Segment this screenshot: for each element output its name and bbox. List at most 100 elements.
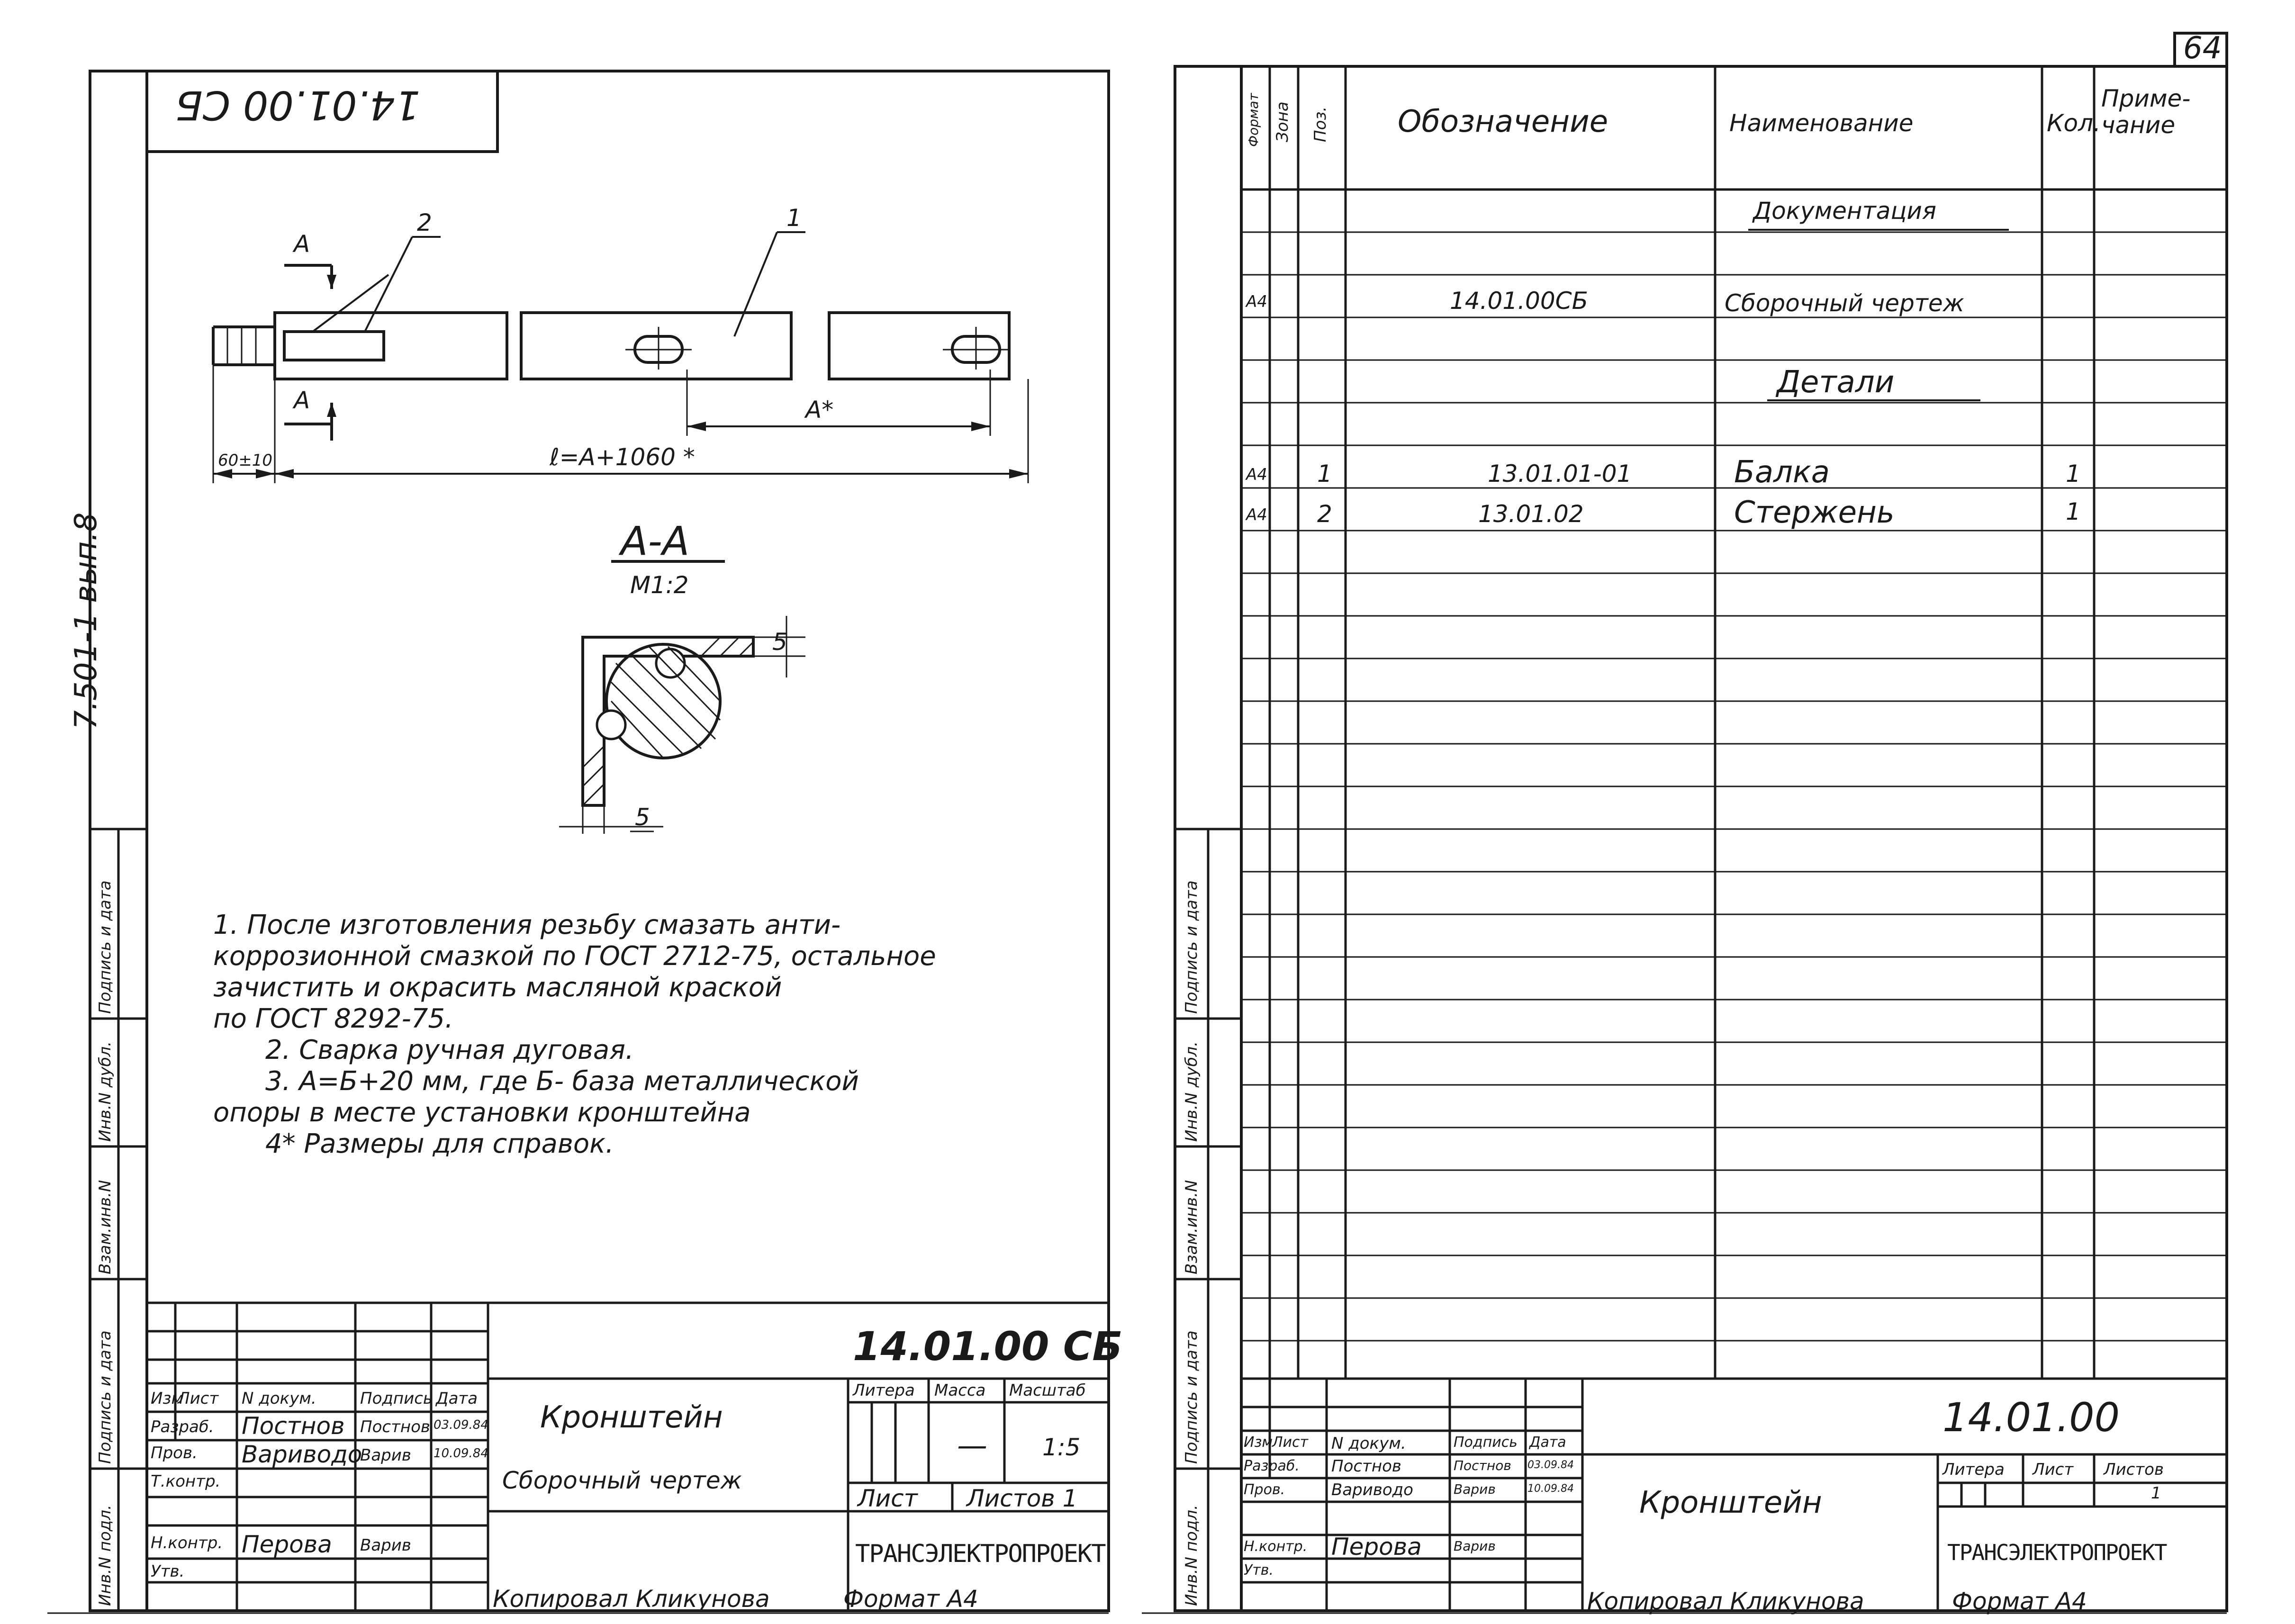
right-side-label-2: Инв.N дубл. xyxy=(1182,1041,1201,1142)
note-line-7: опоры в месте установки кронштейна xyxy=(213,1097,751,1128)
section-scale: М1:2 xyxy=(630,571,689,599)
note-line-4: по ГОСТ 8292-75. xyxy=(213,1003,453,1034)
spec-row-2-format: А4 xyxy=(1246,292,1267,311)
left-tb-code: 14.01.00 СБ xyxy=(853,1323,1123,1370)
left-tb-role-1: Разраб. xyxy=(151,1417,214,1436)
left-tb-h-list: Лист xyxy=(178,1389,219,1408)
spec-h-qty: Кол. xyxy=(2047,109,2101,137)
right-side-label-4: Подпись и дата xyxy=(1182,1330,1201,1464)
left-corner-box xyxy=(145,70,499,153)
dim-5-top: 5 xyxy=(772,628,787,656)
left-tb-doctype: Сборочный чертеж xyxy=(502,1467,742,1494)
left-tb-date-1: 03.09.84 xyxy=(434,1418,488,1432)
note-line-3: зачистить и окрасить масляной краской xyxy=(213,972,782,1003)
right-tb-role-2: Пров. xyxy=(1244,1481,1285,1498)
left-tb-mass-label: Масса xyxy=(934,1381,986,1400)
dim-length: ℓ=А+1060 * xyxy=(550,443,695,471)
left-tb-h-ndoc: N докум. xyxy=(242,1389,316,1408)
left-tb-name-5: Перова xyxy=(242,1531,332,1558)
left-tb-role-6: Утв. xyxy=(151,1562,185,1581)
right-tb-sign-5: Варив xyxy=(1454,1538,1496,1554)
note-line-5: 2. Сварка ручная дуговая. xyxy=(265,1035,634,1065)
left-tb-role-3: Т.контр. xyxy=(151,1472,221,1491)
left-title-block-lines xyxy=(147,1301,1109,1611)
spec-row-2-designation: 14.01.00СБ xyxy=(1450,287,1588,315)
right-tb-name-5: Перова xyxy=(1331,1533,1422,1561)
left-tb-sheets-label: Листов 1 xyxy=(967,1485,1078,1512)
right-tb-org: ТРАНСЭЛЕКТРОПРОЕКТ xyxy=(1947,1540,2167,1565)
right-tb-name-1: Постнов xyxy=(1331,1457,1401,1476)
spec-row-5-designation: 13.01.02 xyxy=(1478,500,1584,528)
right-title-block-lines xyxy=(1241,1377,2227,1611)
spec-row-2-name: Сборочный чертеж xyxy=(1725,289,1964,317)
spec-row-5-qty: 1 xyxy=(2066,498,2081,525)
right-tb-sheets-label: Листов xyxy=(2104,1460,2164,1479)
spec-row-5-pos: 2 xyxy=(1317,500,1332,528)
right-tb-product: Кронштейн xyxy=(1639,1485,1822,1520)
series-label: 7.501-1 вып.8 xyxy=(69,512,104,730)
left-tb-h-izm: Изм xyxy=(151,1389,184,1408)
right-tb-date-1: 03.09.84 xyxy=(1527,1459,1574,1471)
left-side-label-4: Подпись и дата xyxy=(96,1330,115,1464)
right-inner-frame xyxy=(1240,65,2228,1612)
right-tb-h-izm: Изм xyxy=(1244,1434,1273,1451)
left-tb-sign-1: Постнов xyxy=(360,1417,430,1436)
dim-5-bottom: 5 xyxy=(635,803,650,831)
spec-table-rows xyxy=(1241,231,2227,1342)
right-tb-h-date: Дата xyxy=(1529,1434,1566,1451)
left-tb-sign-2: Варив xyxy=(360,1446,411,1465)
corner-code: 14.01.00 СБ xyxy=(175,82,421,128)
spec-h-designation: Обозначение xyxy=(1398,104,1608,139)
right-tb-role-6: Утв. xyxy=(1244,1562,1274,1579)
spec-h-format: Формат xyxy=(1246,93,1261,147)
left-footer-format: Формат А4 xyxy=(843,1585,978,1613)
left-side-strip xyxy=(90,828,147,1611)
left-tb-litera-label: Литера xyxy=(853,1381,915,1400)
right-tb-h-sign: Подпись xyxy=(1454,1434,1518,1451)
left-tb-scale-value: 1:5 xyxy=(1042,1434,1081,1461)
left-tb-product: Кронштейн xyxy=(540,1400,723,1435)
right-tb-litera-label: Литера xyxy=(1943,1460,2005,1479)
left-tb-date-2: 10.09.84 xyxy=(434,1446,488,1461)
page-number: 64 xyxy=(2183,31,2222,66)
note-line-6: 3. А=Б+20 мм, где Б- база металлической xyxy=(265,1066,859,1097)
page-number-box xyxy=(2173,32,2228,68)
spec-row-3-name: Детали xyxy=(1777,365,1895,400)
spec-row-4-format: А4 xyxy=(1246,465,1267,484)
left-tb-role-5: Н.контр. xyxy=(151,1534,223,1552)
spec-row-1-name: Документация xyxy=(1753,197,1936,225)
spec-h-zone: Зона xyxy=(1273,101,1292,142)
section-title: А-А xyxy=(621,518,690,564)
left-tb-sign-5: Варив xyxy=(360,1536,411,1555)
right-side-label-1: Подпись и дата xyxy=(1182,880,1201,1014)
right-tb-name-2: Вариводо xyxy=(1331,1480,1413,1499)
callout-1: 1 xyxy=(786,204,802,232)
spec-row-4-name: Балка xyxy=(1734,455,1830,490)
left-tb-mass-value: — xyxy=(957,1428,987,1463)
right-tb-sign-2: Варив xyxy=(1454,1481,1496,1497)
right-tb-role-1: Разраб. xyxy=(1244,1458,1300,1474)
left-side-label-2: Инв.N дубл. xyxy=(96,1041,115,1142)
callout-2: 2 xyxy=(417,209,432,236)
left-tb-name-2: Вариводо xyxy=(242,1441,362,1468)
left-footer-copied: Копировал Кликунова xyxy=(493,1585,770,1613)
right-footer-copied: Копировал Кликунова xyxy=(1587,1588,1864,1615)
spec-row-4-qty: 1 xyxy=(2066,460,2081,487)
left-side-label-3: Взам.инв.N xyxy=(96,1180,115,1274)
right-tb-date-2: 10.09.84 xyxy=(1527,1483,1574,1495)
section-mark-bottom: А xyxy=(294,387,310,414)
left-tb-role-2: Пров. xyxy=(151,1444,198,1462)
left-inner-frame xyxy=(145,70,1110,1612)
right-tb-role-5: Н.контр. xyxy=(1244,1538,1308,1555)
section-aa-drawing xyxy=(559,560,805,834)
right-side-strip xyxy=(1175,828,1241,1611)
left-tb-h-sign: Подпись xyxy=(360,1389,433,1408)
spec-h-note: Приме-чание xyxy=(2101,85,2191,139)
spec-row-4-pos: 1 xyxy=(1317,460,1332,487)
spec-h-name: Наименование xyxy=(1729,109,1914,137)
right-side-label-5: Инв.N подл. xyxy=(1182,1505,1201,1606)
spec-table-lines xyxy=(1241,66,2227,1379)
spec-row-4-designation: 13.01.01-01 xyxy=(1488,460,1632,487)
left-tb-h-date: Дата xyxy=(436,1389,478,1408)
right-footer-format: Формат А4 xyxy=(1952,1588,2087,1615)
